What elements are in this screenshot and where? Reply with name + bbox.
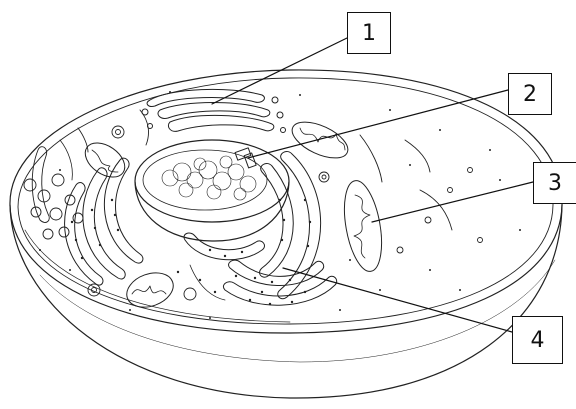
- mitochondrion-left: [79, 136, 131, 184]
- golgi-apparatus: [142, 89, 286, 132]
- nucleolus-chromatin: [162, 156, 256, 200]
- cell-membrane-rim: [10, 70, 562, 333]
- mitochondrion-bottom-left: [122, 267, 178, 313]
- label-box-2: 2: [508, 73, 552, 115]
- label-3-text: 3: [548, 171, 562, 196]
- label-box-1: 1: [347, 12, 391, 54]
- centriole: [235, 148, 256, 168]
- label-1-text: 1: [362, 21, 376, 46]
- leader-line-4: [283, 268, 512, 332]
- leader-line-2: [248, 90, 508, 158]
- label-box-3: 3: [533, 162, 576, 204]
- mitochondrion-top-right: [287, 115, 353, 166]
- label-4-text: 4: [531, 328, 545, 353]
- leader-line-3: [372, 182, 533, 222]
- mitochondrion-right: [338, 178, 387, 275]
- label-box-4: 4: [512, 316, 563, 364]
- cytoskeleton: [78, 110, 452, 230]
- nucleus: [135, 140, 289, 241]
- label-2-text: 2: [523, 82, 537, 107]
